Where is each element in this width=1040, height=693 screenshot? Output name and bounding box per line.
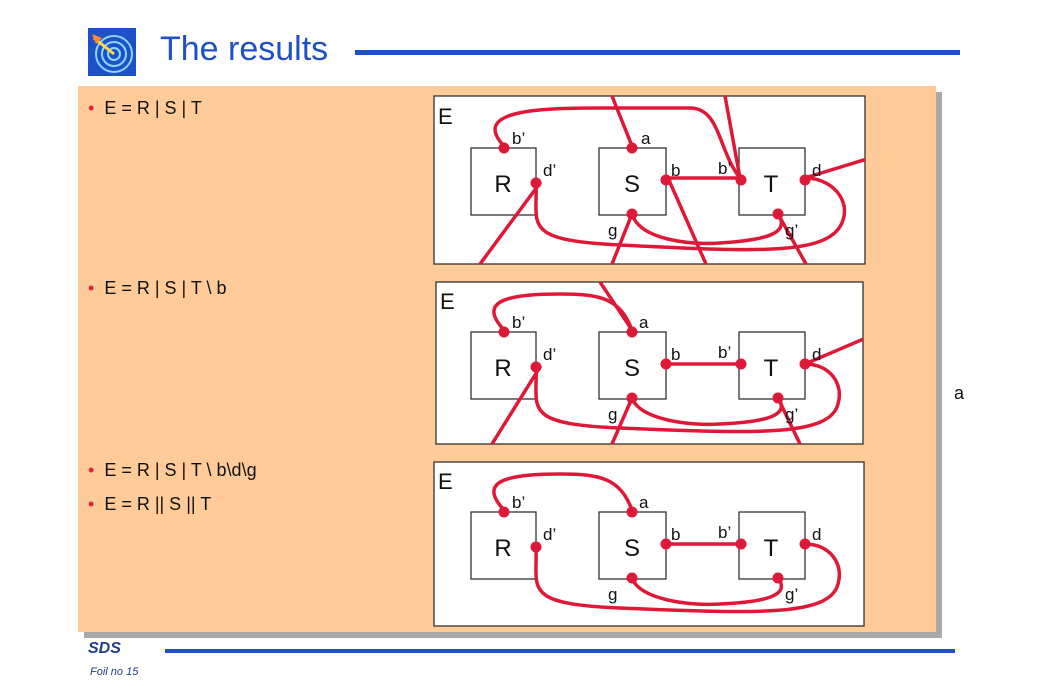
logo-icon — [88, 28, 136, 76]
box-t — [738, 147, 806, 216]
diagram-1: E R S T b’ d’ a b — [433, 95, 866, 265]
bullet-text: E = R || S || T — [104, 494, 212, 514]
port-label: b’ — [512, 129, 525, 148]
port-label: b — [671, 161, 680, 180]
port-label: b’ — [512, 493, 525, 512]
diagram-2: E R S T b’ d’ a b g — [435, 281, 864, 445]
env-label: E — [440, 289, 455, 314]
box-s — [598, 331, 667, 400]
ports — [498, 506, 811, 584]
box-label: T — [764, 535, 779, 562]
port-label: d’ — [543, 161, 556, 180]
diagram-3: E R S T b’ d’ a b g b’ d g’ — [433, 461, 865, 627]
port-label: b — [671, 525, 680, 544]
box-r — [470, 511, 537, 580]
box-label: S — [624, 535, 640, 562]
port-label: d’ — [543, 345, 556, 364]
port-label: g — [608, 405, 617, 424]
port-label: g — [608, 221, 617, 240]
port-label: a — [639, 313, 649, 332]
port-label: d — [812, 161, 821, 180]
port-label: d’ — [543, 525, 556, 544]
port-label: g — [608, 585, 617, 604]
ports — [498, 142, 811, 220]
ports — [498, 326, 811, 404]
env-label: E — [438, 469, 453, 494]
title-rule — [355, 50, 960, 55]
port-label: b — [671, 345, 680, 364]
page-title: The results — [160, 30, 329, 68]
wires — [492, 472, 842, 614]
port-label: g’ — [785, 405, 798, 424]
bullet-item: •E = R || S || T — [88, 494, 212, 514]
wires — [478, 96, 865, 264]
env-label: E — [438, 104, 453, 129]
box-label: R — [494, 171, 511, 198]
port-label: a — [639, 493, 649, 512]
port-label: g’ — [785, 585, 798, 604]
footer-rule — [165, 649, 955, 653]
box-label: T — [764, 171, 779, 198]
port-label: d — [812, 525, 821, 544]
port-label: b’ — [512, 313, 525, 332]
box-label: S — [624, 355, 640, 382]
footer-org: SDS — [88, 640, 121, 657]
bullet-text: E = R | S | T \ b\d\g — [104, 460, 257, 480]
port-label: b’ — [718, 523, 731, 542]
bullet-text: E = R | S | T — [104, 98, 202, 118]
wires — [490, 282, 863, 444]
box-label: R — [494, 355, 511, 382]
footer-foil-number: Foil no 15 — [90, 666, 139, 678]
side-label: a — [954, 383, 965, 403]
bullet-item: •E = R | S | T — [88, 98, 202, 118]
box-label: T — [764, 355, 779, 382]
bullet-item: •E = R | S | T \ b — [88, 278, 227, 298]
bullet-item: •E = R | S | T \ b\d\g — [88, 460, 257, 480]
bullet-text: E = R | S | T \ b — [104, 278, 227, 298]
port-label: b’ — [718, 343, 731, 362]
port-label: a — [641, 129, 651, 148]
port-label: d — [812, 345, 821, 364]
port-label: b’ — [718, 159, 731, 178]
port-label: g’ — [785, 221, 798, 240]
box-label: S — [624, 171, 640, 198]
box-label: R — [494, 535, 511, 562]
